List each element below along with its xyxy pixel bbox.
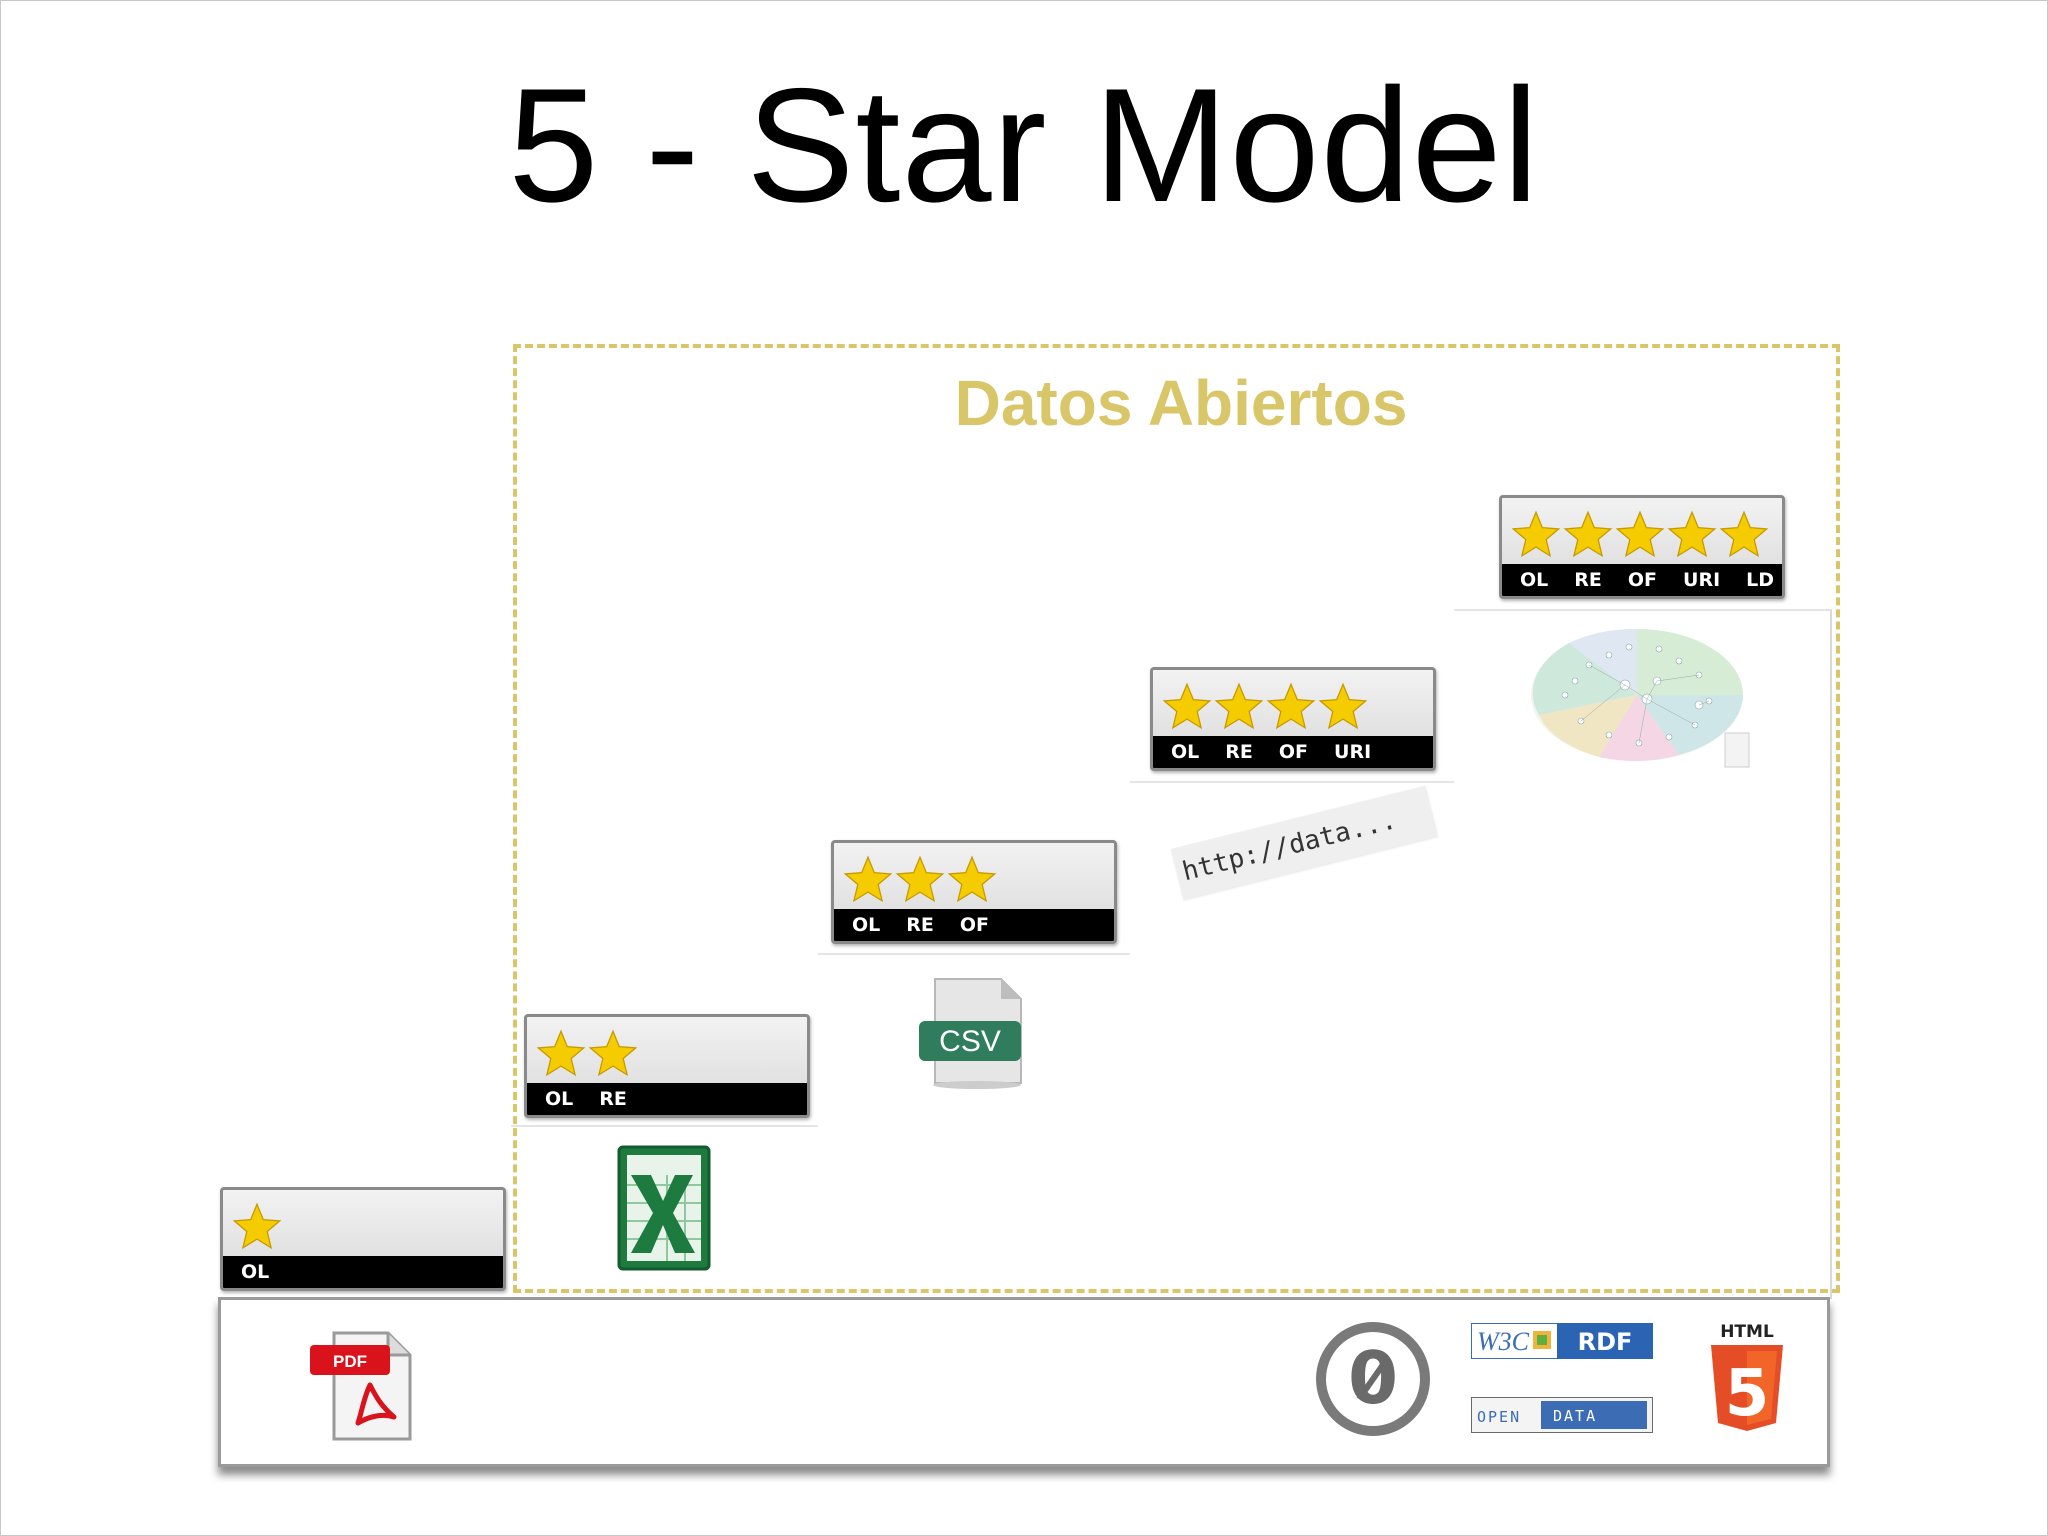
badge-label: RE [1225, 741, 1253, 763]
badge-stars [842, 849, 998, 911]
star-badge-4: OL RE OF URI [1150, 667, 1436, 771]
badge-stars [535, 1023, 639, 1085]
star-badge-3: OL RE OF [831, 840, 1117, 944]
star-icon [947, 855, 997, 903]
excel-icon [617, 1145, 711, 1271]
slide-title: 5 - Star Model [508, 55, 1540, 236]
badge-label: OL [1520, 569, 1549, 591]
data-label: DATA [1553, 1407, 1597, 1425]
badge-stars [1161, 676, 1369, 738]
badge-label: RE [599, 1088, 627, 1110]
badge-label: OF [1627, 569, 1658, 591]
star-icon [843, 855, 893, 903]
star-badge-1: OL [220, 1187, 506, 1291]
star-icon [1563, 510, 1613, 558]
star-icon [1214, 682, 1264, 730]
badge-label: RE [1574, 569, 1602, 591]
html-label: HTML [1720, 1322, 1774, 1342]
badge-label: OL [545, 1088, 574, 1110]
star-icon [1266, 682, 1316, 730]
star-icon [1615, 510, 1665, 558]
star-icon [1318, 682, 1368, 730]
badge-labels: OL RE OF [834, 909, 1114, 941]
pdf-icon: PDF [310, 1331, 412, 1441]
html5-icon: HTML 5 [1711, 1322, 1783, 1431]
linked-data-cloud-icon [1531, 628, 1750, 768]
csv-label: CSV [939, 1025, 1001, 1058]
open-data-label: Datos Abiertos [954, 367, 1408, 439]
badge-label: RE [906, 914, 934, 936]
csv-icon: CSV [919, 978, 1022, 1089]
star-icon [895, 855, 945, 903]
star-icon [536, 1029, 586, 1077]
rdf-label: RDF [1578, 1328, 1633, 1356]
w3c-label: W3C [1477, 1327, 1530, 1356]
w3c-rdf-badge-icon: W3C RDF [1471, 1323, 1653, 1359]
badge-label: URI [1334, 741, 1372, 763]
badge-label: OL [1171, 741, 1200, 763]
star-icon [1719, 510, 1769, 558]
open-data-region [513, 344, 1840, 1293]
badge-stars [231, 1196, 283, 1258]
badge-label: OF [1278, 741, 1309, 763]
open-label: OPEN [1477, 1408, 1521, 1426]
badge-label: OL [241, 1261, 270, 1283]
badge-labels: OL [223, 1256, 503, 1288]
star-icon [1162, 682, 1212, 730]
star-icon [1511, 510, 1561, 558]
star-badge-5: OL RE OF URI LD [1499, 495, 1785, 599]
badge-labels: OL RE [527, 1083, 807, 1115]
star-icon [232, 1202, 282, 1250]
badge-labels: OL RE OF URI [1153, 736, 1433, 768]
badge-label: LD [1746, 569, 1775, 591]
badge-labels: OL RE OF URI LD [1502, 564, 1782, 596]
badge-stars [1510, 504, 1770, 566]
html-number: 5 [1725, 1357, 1770, 1431]
star-icon [1667, 510, 1717, 558]
open-data-badge-icon: OPEN DATA [1471, 1397, 1653, 1433]
pdf-label: PDF [333, 1352, 367, 1371]
badge-label: URI [1683, 569, 1721, 591]
star-badge-2: OL RE [524, 1014, 810, 1118]
star-icon [588, 1029, 638, 1077]
badge-label: OL [852, 914, 881, 936]
cc-zero-icon: 0 [1316, 1322, 1430, 1436]
badge-label: OF [959, 914, 990, 936]
